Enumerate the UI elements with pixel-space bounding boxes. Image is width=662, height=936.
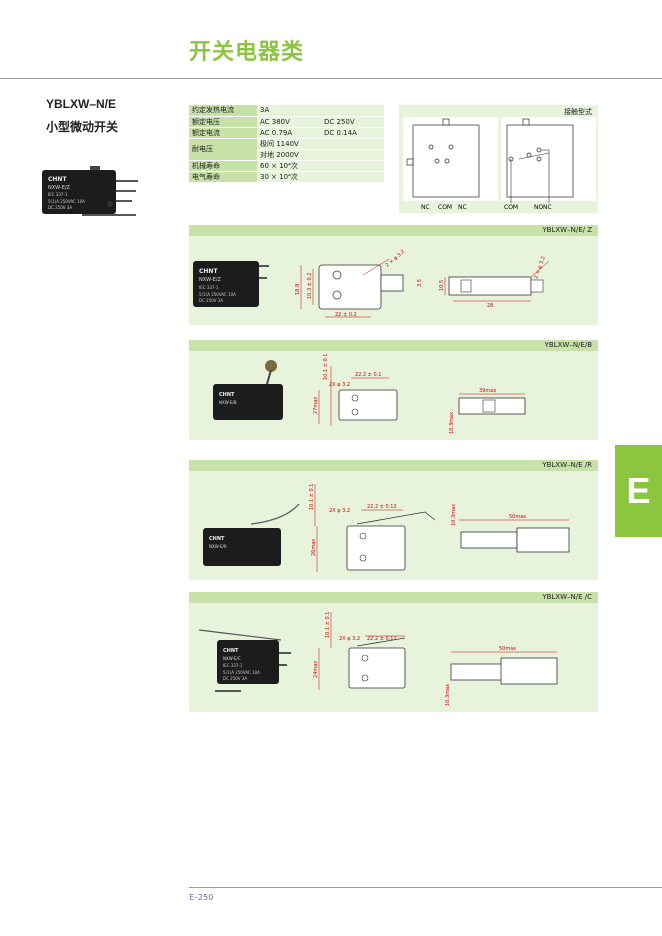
dim-label: 10.3max: [449, 412, 455, 434]
dim-label: 2X φ 3.2: [339, 636, 360, 642]
dim-label: 10.5: [439, 280, 445, 291]
spec-table: 约定发热电流 3A 额定电压 AC 380V DC 250V 额定电流 AC 0…: [189, 105, 384, 183]
spec-value: 60 × 10⁴次: [257, 160, 384, 172]
spec-row: 额定电压 AC 380V DC 250V: [189, 116, 384, 128]
spec-row: 机械寿命 60 × 10⁴次: [189, 160, 384, 172]
terminal-label: NC: [543, 204, 552, 211]
dim-label: 2X φ 3.2: [329, 508, 350, 514]
model-label: NXW-E/Z: [48, 185, 71, 191]
brand-label: CHNT: [48, 176, 67, 183]
dim-label: 22.2 ± 0.12: [367, 636, 397, 642]
spec-row: 对地 2000V: [189, 149, 384, 161]
panel-variant-b: YBLXW–N/E/B CHNT NXW-E/B 10.1 ± 0.1 22.2…: [189, 340, 598, 440]
panel-drawings: CHNT NXW-E/B 10.1 ± 0.1 22.2 ± 0.1 2X φ …: [213, 354, 526, 434]
page-title: 开关电器类: [189, 40, 305, 65]
rating-label: 5(1)A 250VAC 10A: [199, 292, 236, 297]
dim-label: 18.9: [295, 284, 301, 295]
dim-label: 39max: [479, 388, 496, 394]
brand-label: CHNT: [219, 392, 235, 398]
dim-label: 3.5: [417, 279, 423, 287]
spec-value: 30 × 10⁴次: [257, 171, 384, 183]
panel-variant-r: YBLXW–N/E /R CHNT NXW-E/R 10.1 ± 0.1 2X …: [189, 460, 598, 580]
spec-key: 额定电压: [189, 116, 257, 128]
dim-label: 2 × φ 3.2: [533, 256, 547, 280]
panel-drawings: CHNT NXW-E/C IEC 337-1 5(1)A 250VAC 10A …: [198, 612, 558, 706]
footer-divider: [189, 887, 662, 888]
dim-label: 2 × φ 3.2: [384, 249, 406, 269]
dim-label: 10.1 ± 0.1: [309, 484, 315, 510]
panel-variant-z: YBLXW–N/E/ Z CHNT NXW-E/Z IEC 337-1 5(1)…: [189, 225, 598, 325]
spec-value: AC 0.79A: [257, 127, 321, 139]
panel-title: YBLXW–N/E /R: [542, 461, 592, 469]
dim-label: 22.2 ± 0.12: [367, 504, 397, 510]
product-code: YBLXW–N/E: [46, 97, 117, 111]
dim-label: 10.3max: [445, 684, 451, 706]
product-photo: CHNT NXW-E/Z IEC 337-1 5(1)A 250VAC 10A …: [42, 166, 138, 216]
panel-title: YBLXW–N/E/B: [544, 341, 592, 349]
contact-type-title: 接触型式: [564, 108, 592, 116]
brand-label: CHNT: [199, 268, 218, 275]
brand-label: CHNT: [209, 536, 225, 542]
spec-value: DC 250V: [321, 116, 384, 128]
model-label: NXW-E/Z: [199, 277, 222, 283]
model-label: NXW-E/B: [219, 400, 237, 405]
spec-key: 电气寿命: [189, 171, 257, 183]
panel-drawings: CHNT NXW-E/Z IEC 337-1 5(1)A 250VAC 10A …: [193, 249, 550, 318]
standard-label: IEC 337-1: [223, 663, 243, 668]
dim-label: 50max: [499, 646, 516, 652]
spec-row: 约定发热电流 3A: [189, 105, 384, 117]
terminal-label: NC: [421, 204, 430, 211]
dim-label: 22.2 ± 0.1: [355, 372, 381, 378]
standard-label: IEC 337-1: [199, 285, 219, 290]
dc-rating-label: DC 250V 3A: [223, 676, 247, 681]
dim-label: 50max: [509, 514, 526, 520]
section-tab: E: [615, 445, 662, 537]
spec-value: AC 380V: [257, 116, 321, 128]
dim-label: 27max: [313, 397, 319, 414]
brand-label: CHNT: [223, 648, 239, 654]
model-label: NXW-E/C: [223, 656, 241, 661]
contact-type-box: 接触型式 NC COM NC COM NO NC: [399, 105, 598, 213]
page-number: E–250: [189, 893, 214, 902]
dim-label: 10.3 ± 0.2: [307, 273, 313, 299]
terminal-label: COM: [504, 204, 518, 211]
spec-key: 耐电压: [189, 138, 257, 161]
dim-label: 10.1 ± 0.1: [323, 354, 329, 380]
spec-key: 机械寿命: [189, 160, 257, 172]
spec-row: 电气寿命 30 × 10⁴次: [189, 171, 384, 183]
panel-title: YBLXW–N/E/ Z: [542, 226, 592, 234]
spec-value: 极间 1140V: [257, 138, 384, 150]
dim-label: 10.1 ± 0.1: [325, 612, 331, 638]
model-label: NXW-E/R: [209, 544, 227, 549]
product-name: 小型微动开关: [46, 120, 119, 134]
spec-value: 3A: [257, 105, 384, 117]
terminal-label: NO: [534, 204, 543, 211]
terminal-label: COM: [438, 204, 452, 211]
contact-diagrams: NC COM NC COM NO NC: [403, 117, 596, 211]
rating-label: 5(1)A 250VAC 10A: [48, 199, 85, 204]
spec-value: DC 0.14A: [321, 127, 384, 139]
dim-label: 28: [487, 303, 493, 309]
panel-drawings: CHNT NXW-E/R 10.1 ± 0.1 2X φ 3.2 22.2 ± …: [203, 484, 570, 572]
spec-value: 对地 2000V: [257, 149, 384, 161]
panel-title: YBLXW–N/E /C: [542, 593, 592, 601]
dim-label: 10.3max: [451, 504, 457, 526]
header-divider: [0, 78, 662, 79]
terminal-label: NC: [458, 204, 467, 211]
dim-label: 26max: [311, 539, 317, 556]
rating-label: 5(1)A 250VAC 10A: [223, 670, 260, 675]
dim-label: 22 ± 0.2: [335, 312, 357, 318]
dim-label: 24max: [313, 661, 319, 678]
spec-row: 额定电流 AC 0.79A DC 0.14A: [189, 127, 384, 139]
dim-label: 2X φ 3.2: [329, 382, 350, 388]
standard-label: IEC 337-1: [48, 192, 68, 197]
panel-variant-c: YBLXW–N/E /C CHNT NXW-E/C IEC 337-1 5(1)…: [189, 592, 598, 712]
spec-key: 约定发热电流: [189, 105, 257, 117]
spec-key: 额定电流: [189, 127, 257, 139]
dc-rating-label: DC 250V 3A: [199, 298, 223, 303]
dc-rating-label: DC 250V 3A: [48, 205, 72, 210]
spec-row: 耐电压 极间 1140V: [189, 138, 384, 161]
